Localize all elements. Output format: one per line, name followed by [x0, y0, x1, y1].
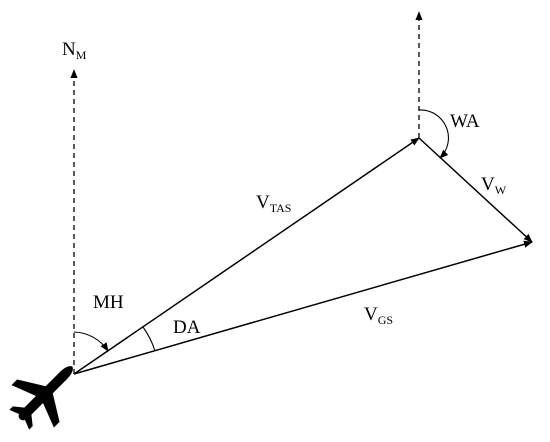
- true-airspeed-label: VTAS: [256, 192, 292, 215]
- wind-vector-label: VW: [481, 174, 507, 197]
- wind-angle-label: WA: [450, 111, 480, 132]
- ground-speed-label: VGS: [364, 304, 394, 327]
- wind-angle-arc: [418, 109, 449, 159]
- ground-speed-label-subscript: GS: [377, 313, 394, 327]
- north-label-subscript: M: [75, 48, 87, 62]
- drift-angle-arc: [142, 326, 156, 352]
- ground-speed-label-main: V: [364, 304, 378, 325]
- airplane-icon: [9, 366, 73, 430]
- wind-label-main: V: [481, 174, 495, 195]
- ground-speed-vector: [73, 240, 533, 375]
- wind-label-subscript: W: [494, 183, 507, 197]
- true-airspeed-vector: [73, 137, 420, 375]
- north-label-main: N: [62, 39, 76, 60]
- magnetic-heading-label: MH: [93, 292, 124, 313]
- true-airspeed-label-main: V: [256, 192, 270, 213]
- drift-angle-label: DA: [173, 317, 201, 338]
- wind-vector: [418, 137, 533, 243]
- true-airspeed-label-subscript: TAS: [269, 201, 292, 215]
- north-label: NM: [62, 39, 87, 62]
- magnetic-heading-arc: [73, 331, 109, 352]
